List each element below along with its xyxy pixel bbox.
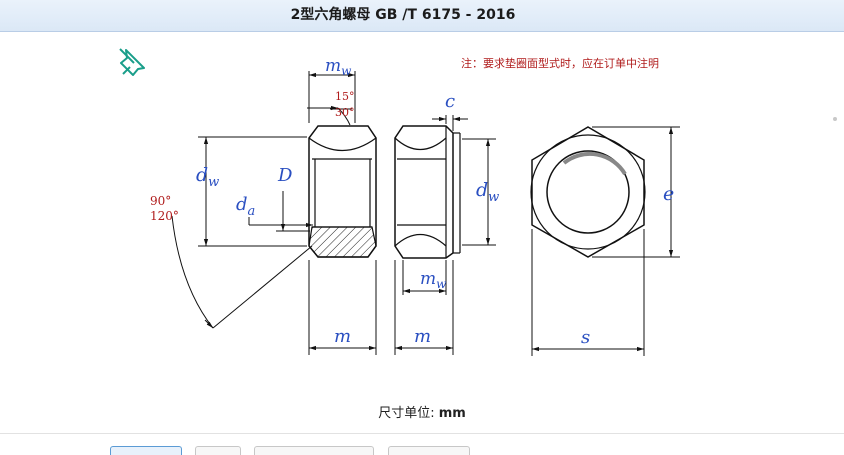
label-angle-120: 120° — [150, 209, 179, 223]
divider — [0, 433, 844, 434]
pushpin-icon[interactable] — [119, 48, 145, 76]
section-hatch — [308, 226, 377, 258]
label-c: c — [445, 91, 455, 112]
label-m-middle: m — [414, 326, 431, 347]
dim-mw-middle — [402, 260, 447, 295]
dim-c — [432, 115, 468, 131]
dim-dw-middle — [462, 138, 496, 246]
dim-s — [531, 229, 645, 356]
label-angle-30: 30° — [335, 106, 355, 119]
dim-D — [276, 191, 310, 232]
label-angle-90: 90° — [150, 194, 171, 208]
dim-dw-left — [198, 136, 307, 247]
label-dw-left: dw — [196, 164, 219, 190]
order-note: 注：要求垫圈面型式时，应在订单中注明 — [461, 56, 659, 70]
label-da: da — [236, 194, 255, 219]
unit-label: 尺寸单位: mm — [378, 406, 466, 421]
title-bar: 2型六角螺母 GB /T 6175 - 2016 — [0, 0, 844, 32]
label-angle-15: 15° — [335, 90, 355, 103]
scroll-marker — [833, 117, 837, 121]
dim-e — [592, 126, 680, 258]
label-e: e — [663, 183, 674, 205]
right-hex-view — [530, 126, 646, 258]
chamfer-angle-leader — [307, 105, 352, 126]
bearing-angle-arc — [171, 215, 313, 329]
dim-mw-top — [308, 71, 356, 123]
label-dw-middle: dw — [476, 179, 499, 205]
unit-value: mm — [438, 406, 466, 421]
dim-m-middle — [394, 260, 454, 355]
nut-diagram: 注：要求垫圈面型式时，应在订单中注明 mw 15° 30° dw D — [119, 48, 680, 356]
label-D: D — [277, 165, 293, 186]
dim-da — [248, 217, 313, 228]
label-mw-middle: mw — [420, 269, 447, 291]
page-title: 2型六角螺母 GB /T 6175 - 2016 — [290, 7, 516, 23]
label-mw-top: mw — [325, 56, 352, 78]
label-s: s — [581, 327, 590, 348]
middle-side-view — [394, 125, 461, 259]
dim-m-left — [308, 260, 377, 355]
label-m-left: m — [334, 326, 351, 347]
